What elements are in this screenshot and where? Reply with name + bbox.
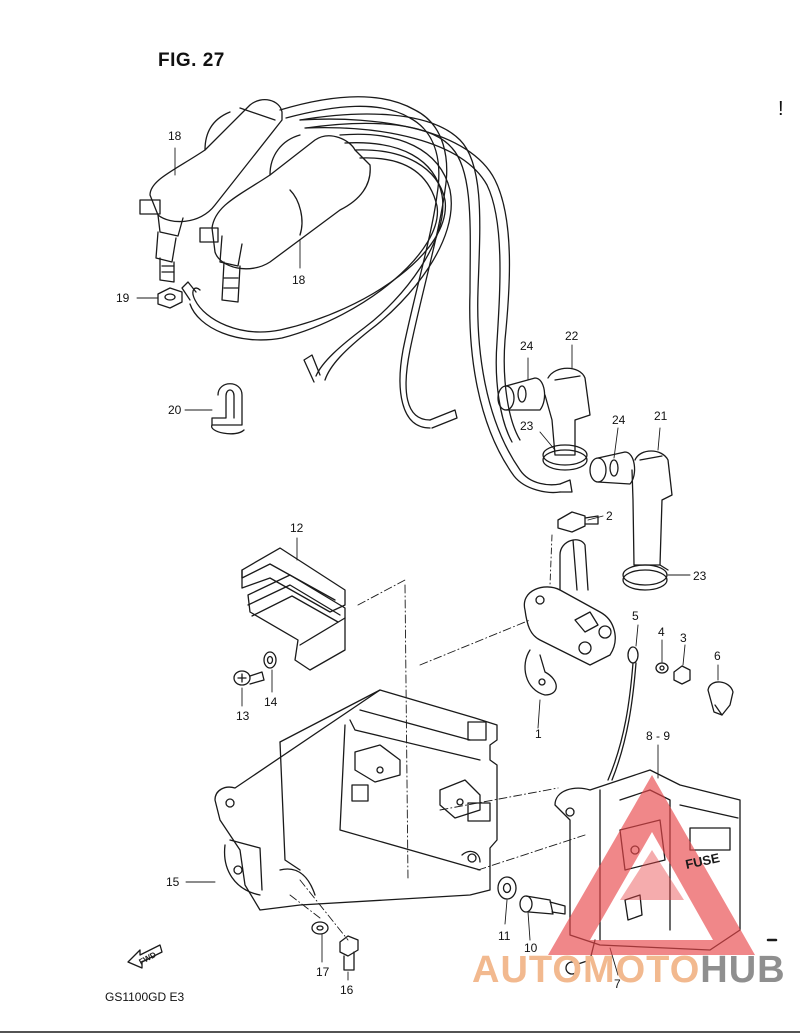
- watermark-text: AUTOMOTOHUB: [472, 950, 786, 990]
- nut-3: [673, 665, 691, 685]
- callout-1: 1: [535, 727, 542, 741]
- callout-2: 2: [606, 509, 613, 523]
- watermark-part2: HUB: [700, 949, 786, 991]
- forward-arrow-icon: [127, 944, 163, 969]
- washer-11: [497, 876, 517, 900]
- figure-title: FIG. 27: [158, 50, 225, 71]
- callout-17: 17: [316, 965, 330, 979]
- fuse-label: FUSE: [684, 850, 721, 872]
- callout-16: 16: [340, 983, 354, 997]
- clamp-20: [211, 383, 245, 435]
- callout-14: 14: [264, 695, 278, 709]
- callout-21: 21: [654, 409, 668, 423]
- callout-12: 12: [290, 521, 304, 535]
- washer-4: [655, 662, 669, 674]
- callout-8-9: 8 - 9: [646, 729, 671, 743]
- watermark-logo: [548, 775, 755, 955]
- battery-lead-5: [607, 646, 639, 781]
- ignition-leads: [181, 96, 573, 494]
- regulator-rectifier-12: [241, 547, 346, 671]
- washer-17: [311, 921, 329, 935]
- callout-24: 24: [520, 339, 534, 353]
- bolt-16: [339, 935, 359, 971]
- starter-relay-1: [523, 539, 616, 696]
- callout-18: 18: [168, 129, 182, 143]
- callout-7: 7: [614, 977, 621, 991]
- callout-15: 15: [166, 875, 180, 889]
- callout-22: 22: [565, 329, 579, 343]
- bolt-10: [519, 895, 566, 915]
- nut-19: [157, 287, 183, 309]
- screw-2: [557, 511, 599, 533]
- callout-18: 18: [292, 273, 306, 287]
- ignition-coil-rear: [139, 99, 283, 283]
- callout-20: 20: [168, 403, 182, 417]
- exclamation-mark: !: [778, 98, 784, 120]
- ignition-coil-front: [199, 134, 371, 303]
- model-code: GS1100GD E3: [105, 990, 185, 1004]
- callout-4: 4: [658, 625, 665, 639]
- callout-23: 23: [693, 569, 707, 583]
- watermark-part1: AUTOMOTO: [472, 949, 701, 991]
- callout-3: 3: [680, 631, 687, 645]
- terminal-boot-6: [707, 681, 734, 716]
- callout-23: 23: [520, 419, 534, 433]
- plug-cap-24a: [497, 377, 546, 411]
- callout-19: 19: [116, 291, 130, 305]
- callout-6: 6: [714, 649, 721, 663]
- callout-11: 11: [498, 929, 511, 943]
- plug-cap-24b: [589, 451, 636, 485]
- screw-13: [233, 670, 265, 686]
- callout-13: 13: [236, 709, 250, 723]
- washer-14: [263, 651, 277, 669]
- leader-lines: [136, 147, 719, 981]
- spark-plug-cap-21: [622, 450, 673, 591]
- battery-bracket-15: [214, 689, 498, 911]
- spark-plug-cap-22: [542, 367, 591, 471]
- callout-10: 10: [524, 941, 538, 955]
- callout-24: 24: [612, 413, 626, 427]
- callout-5: 5: [632, 609, 639, 623]
